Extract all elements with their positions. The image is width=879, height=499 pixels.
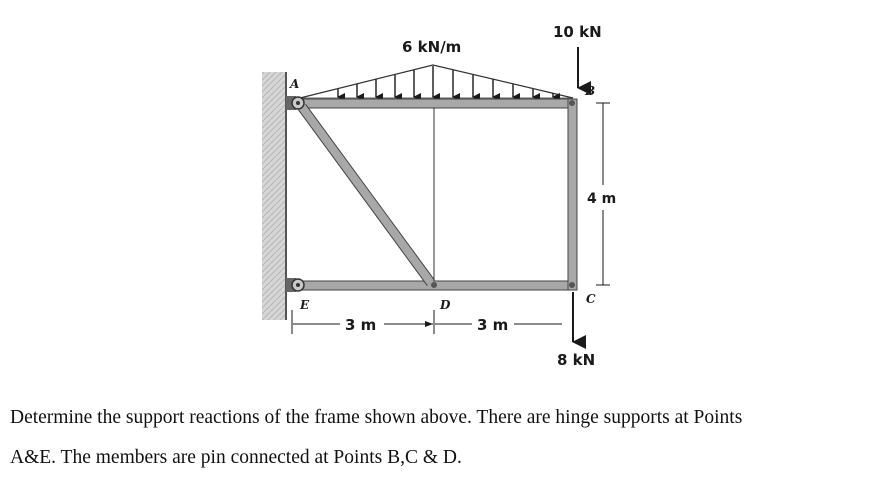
problem-line-2: A&E. The members are pin connected at Po… [10,447,462,468]
dimension-left-label: 3 m [345,316,376,334]
problem-statement: Determine the support reactions of the f… [10,398,870,478]
frame-diagram: 6 kN/m 10 kN 8 kN 4 m 3 m 3 m A B C D E [262,23,616,369]
point-load-c-label: 8 kN [557,351,595,369]
dimension-height [596,102,610,286]
distributed-load [299,64,574,101]
distributed-load-label: 6 kN/m [402,38,461,56]
pin-a [286,96,305,110]
dimension-right-label: 3 m [477,316,508,334]
dimension-spans [291,310,562,334]
dimension-height-label: 4 m [587,191,616,207]
point-label-e: E [299,298,310,312]
point-label-c: C [586,292,596,306]
point-label-b: B [584,84,595,98]
problem-line-1: Determine the support reactions of the f… [10,407,743,428]
point-label-a: A [289,77,299,91]
pin-b [569,100,575,106]
member-bc [567,98,578,291]
pin-e [286,278,305,292]
member-ab [295,98,577,109]
pin-d [431,282,437,288]
wall-support [262,72,287,320]
point-load-b-label: 10 kN [553,23,602,41]
point-label-d: D [439,298,451,312]
frame-members [295,98,578,291]
pin-c [569,282,575,288]
